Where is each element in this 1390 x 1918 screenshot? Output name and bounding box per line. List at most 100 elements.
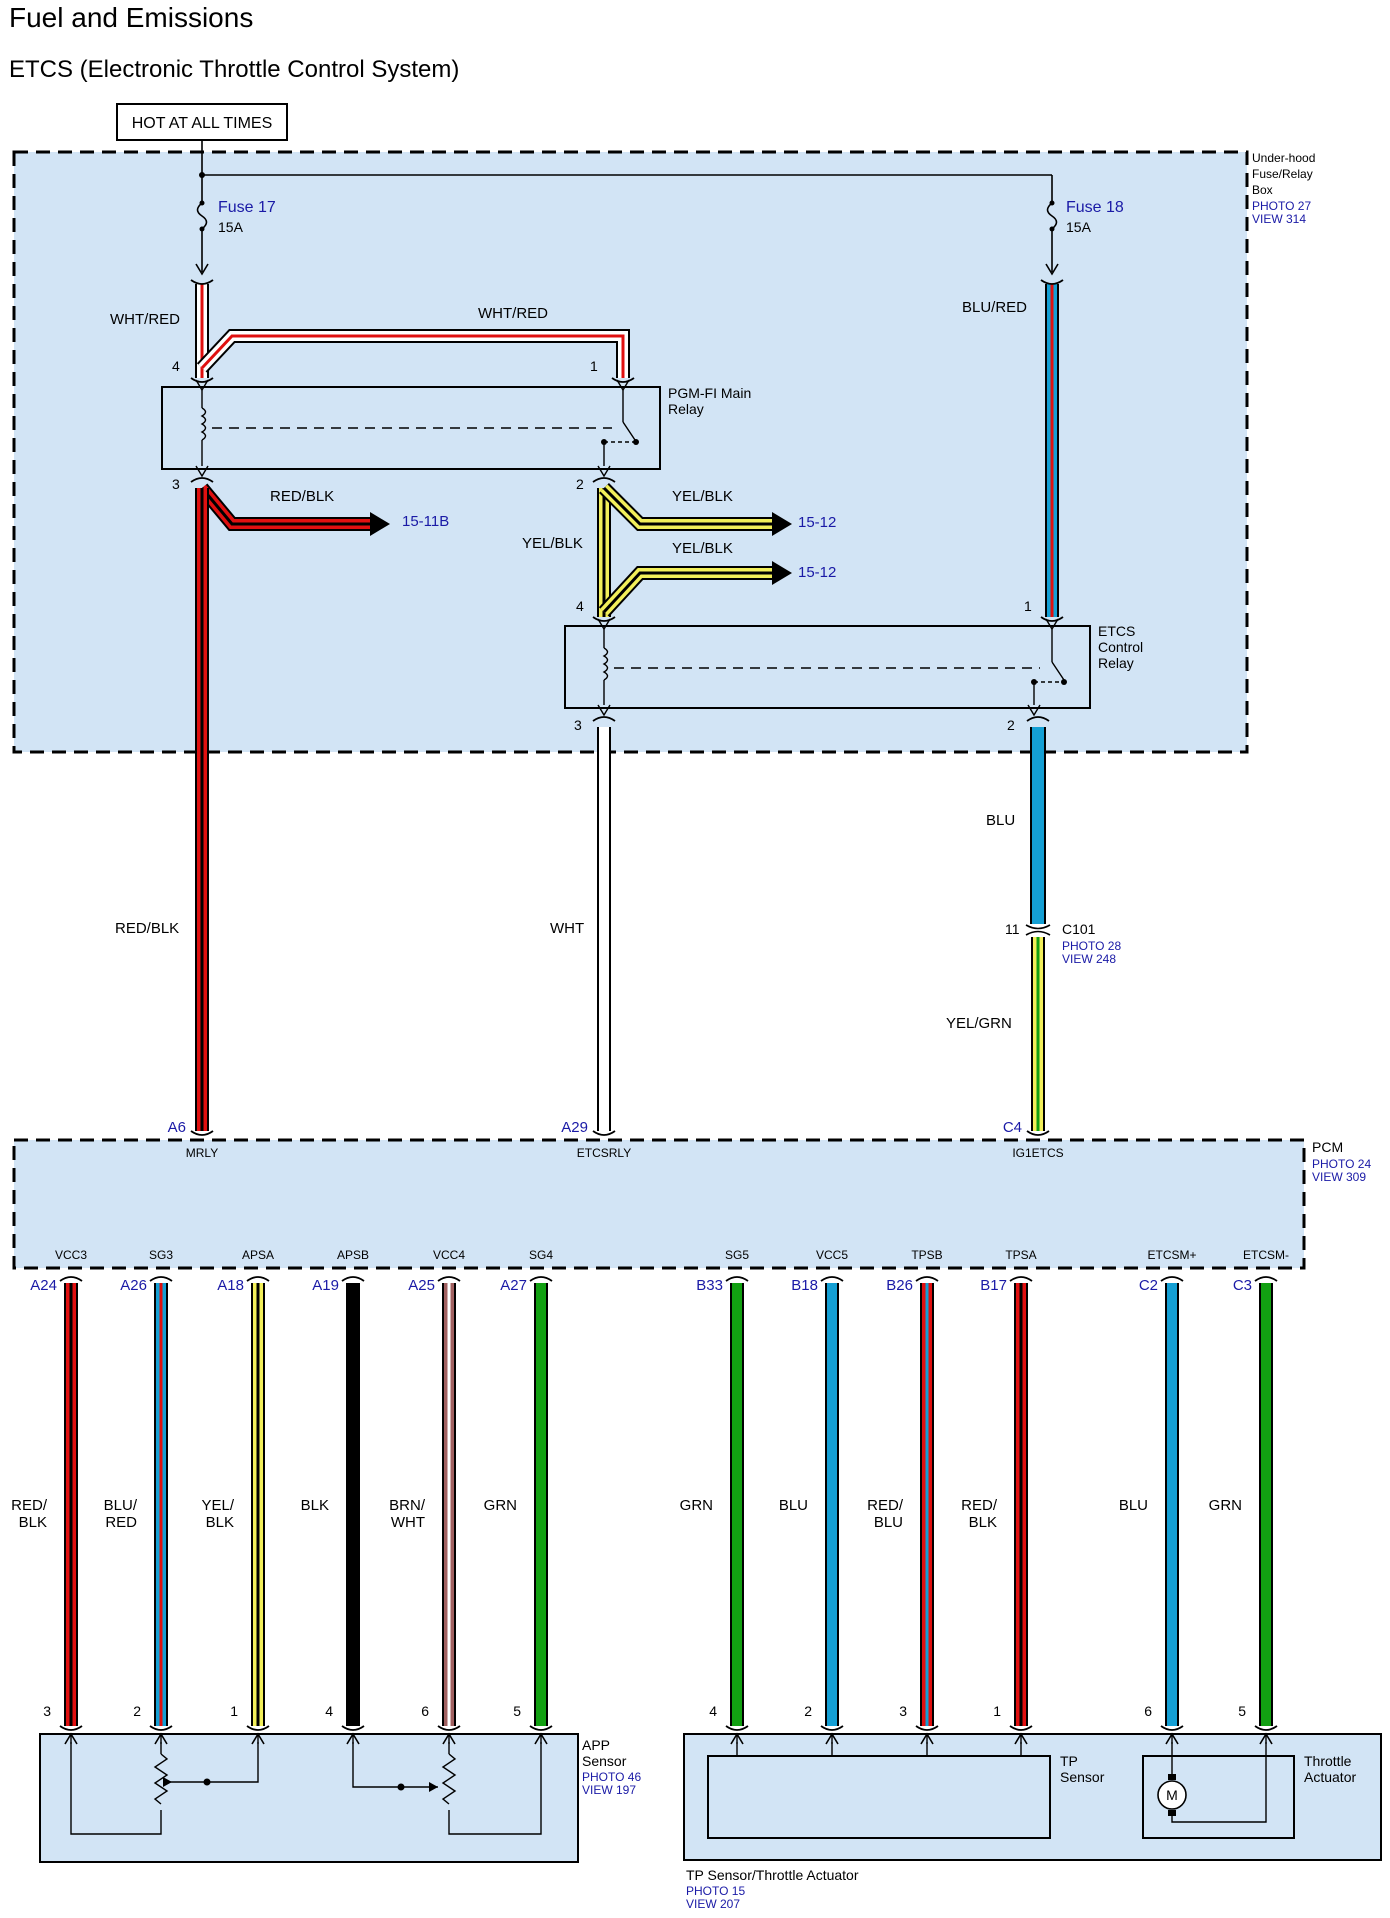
- wire-label-branch-1: YEL/BLK: [672, 488, 733, 505]
- cup-pcm-a29: [592, 1130, 616, 1136]
- pcm-signal-sg5: SG5: [725, 1248, 749, 1262]
- ref-15-12-a: 15-12: [798, 514, 836, 531]
- ref-15-12-b-arrow-icon[interactable]: [772, 561, 792, 585]
- wire-label-branch-2: YEL/BLK: [672, 540, 733, 557]
- cup-pcm-B26: [915, 1276, 939, 1282]
- wire-branch-1: [599, 483, 772, 531]
- wire-label-A26: BLU/RED: [104, 1497, 138, 1531]
- wire-label-line: YEL/: [201, 1497, 234, 1514]
- wire-label-line: RED/: [11, 1497, 48, 1514]
- end-pin-B26: 3: [899, 1703, 907, 1719]
- underhood-box-line1: Under-hood: [1252, 151, 1315, 165]
- pcm-name: PCM: [1312, 1139, 1343, 1155]
- cup-end-B33: [725, 1725, 749, 1731]
- underhood-box-view: VIEW 314: [1252, 212, 1306, 226]
- etcs-relay-internals: [597, 618, 1065, 717]
- main-relay-internals: [195, 379, 636, 478]
- underhood-box-photo: PHOTO 27: [1252, 199, 1311, 213]
- end-pin-B33: 4: [709, 1703, 717, 1719]
- throttle-actuator-internals: [1171, 1742, 1267, 1823]
- end-pin-C3: 5: [1238, 1703, 1246, 1719]
- cup-pcm-A25: [437, 1276, 461, 1282]
- tp-sensor-label-line1: TP: [1060, 1753, 1078, 1769]
- pcm-pin-B18: B18: [791, 1277, 818, 1294]
- wire-label-line: RED/: [961, 1497, 998, 1514]
- wire-label-C2: BLU: [1119, 1497, 1148, 1514]
- wire-branch-2: [598, 566, 772, 617]
- c101-photo: PHOTO 28: [1062, 939, 1121, 953]
- main-relay-label-line1: PGM-FI Main: [668, 385, 751, 401]
- end-pin-B18: 2: [804, 1703, 812, 1719]
- app-sensor-label-line1: APP: [582, 1737, 610, 1753]
- main-relay-contact-dot: [601, 439, 607, 445]
- cup-pcm-a6: [190, 1130, 214, 1136]
- end-pin-A26: 2: [133, 1703, 141, 1719]
- c101-pin: 11: [1005, 921, 1020, 937]
- wire-label-line: GRN: [1209, 1497, 1242, 1514]
- tp-assembly-photo: PHOTO 15: [686, 1884, 745, 1898]
- pcm-pin-B26: B26: [886, 1277, 913, 1294]
- cup-end-A25: [437, 1725, 461, 1731]
- pcm-pin-A6: A6: [168, 1119, 186, 1136]
- etcs-relay-contact-dot: [1031, 679, 1037, 685]
- wire-label-line: WHT: [391, 1514, 425, 1531]
- wire-label-fuse17-mr1: WHT/RED: [478, 305, 548, 322]
- cup-end-C3: [1254, 1725, 1278, 1731]
- wire-label-B33: GRN: [680, 1497, 713, 1514]
- power-source-label: HOT AT ALL TIMES: [132, 115, 273, 132]
- app-wiper-a-icon: [163, 1777, 172, 1787]
- pcm-pin-labels: A6MRLYA29ETCSRLYC4IG1ETCSVCC3A24SG3A26AP…: [30, 1119, 1289, 1294]
- pcm-signal-vcc3: VCC3: [55, 1248, 87, 1262]
- wire-label-line: GRN: [484, 1497, 517, 1514]
- wire-label-line: BRN/: [389, 1497, 426, 1514]
- fuse17-symbol-icon: [196, 202, 208, 230]
- wire-label-line: GRN: [680, 1497, 713, 1514]
- wire-label-line: RED/: [867, 1497, 904, 1514]
- fuse17-arrow-icon: [195, 263, 209, 276]
- fuse17-name: Fuse 17: [218, 199, 276, 216]
- pcm-signal-apsb: APSB: [337, 1248, 369, 1262]
- underhood-box-label: Under-hood Fuse/Relay Box: [1252, 151, 1319, 197]
- cup-er-2: [1026, 716, 1050, 722]
- etcs-relay-pin-2: 2: [1007, 717, 1015, 733]
- power-bus: [201, 140, 1053, 272]
- main-relay-pin-3: 3: [172, 476, 180, 492]
- motor-icon: [1157, 1780, 1187, 1810]
- pcm-pin-A18: A18: [217, 1277, 244, 1294]
- cup-pcm-A18: [246, 1276, 270, 1282]
- cup-pcm-A24: [59, 1276, 83, 1282]
- tp-sensor-label-line2: Sensor: [1060, 1769, 1105, 1785]
- pcm-signal-tpsb: TPSB: [911, 1248, 942, 1262]
- wire-label-er2-c101: BLU: [986, 812, 1015, 829]
- wire-label-fuse18-er1: BLU/RED: [962, 299, 1027, 316]
- wire-label-fuse17-mr4: WHT/RED: [110, 311, 180, 328]
- wire-label-line: BLK: [206, 1514, 234, 1531]
- fuse18-symbol-icon: [1046, 202, 1058, 230]
- main-relay-pin-2: 2: [576, 476, 584, 492]
- cup-end-A27: [529, 1725, 553, 1731]
- pcm-pin-C4: C4: [1003, 1119, 1022, 1136]
- cup-mr-1: [611, 377, 635, 383]
- c101-name: C101: [1062, 921, 1096, 937]
- etcs-relay-label-line1: ETCS: [1098, 623, 1135, 639]
- ref-15-12-a-arrow-icon[interactable]: [772, 512, 792, 536]
- end-pin-A19: 4: [325, 1703, 333, 1719]
- etcs-relay-pin-3: 3: [574, 717, 582, 733]
- cup-mr-2: [592, 477, 616, 483]
- tp-assembly-name: TP Sensor/Throttle Actuator: [686, 1867, 859, 1883]
- ref-15-12-b: 15-12: [798, 564, 836, 581]
- etcs-relay-pin-4: 4: [576, 598, 584, 614]
- app-sensor-box: [39, 1733, 579, 1863]
- cup-end-A19: [341, 1725, 365, 1731]
- tp-sensor-label: TP Sensor: [1060, 1753, 1105, 1785]
- underhood-box-line3: Box: [1252, 183, 1273, 197]
- ref-15-11b-arrow-icon[interactable]: [370, 512, 390, 536]
- pcm-box: [12, 1138, 1306, 1270]
- fuse18-name: Fuse 18: [1066, 199, 1124, 216]
- power-source-box: [116, 103, 288, 141]
- fuse18-arrow-icon: [1045, 263, 1059, 276]
- cup-pcm-A26: [149, 1276, 173, 1282]
- end-pin-A18: 1: [230, 1703, 238, 1719]
- pcm-pin-A29: A29: [561, 1119, 588, 1136]
